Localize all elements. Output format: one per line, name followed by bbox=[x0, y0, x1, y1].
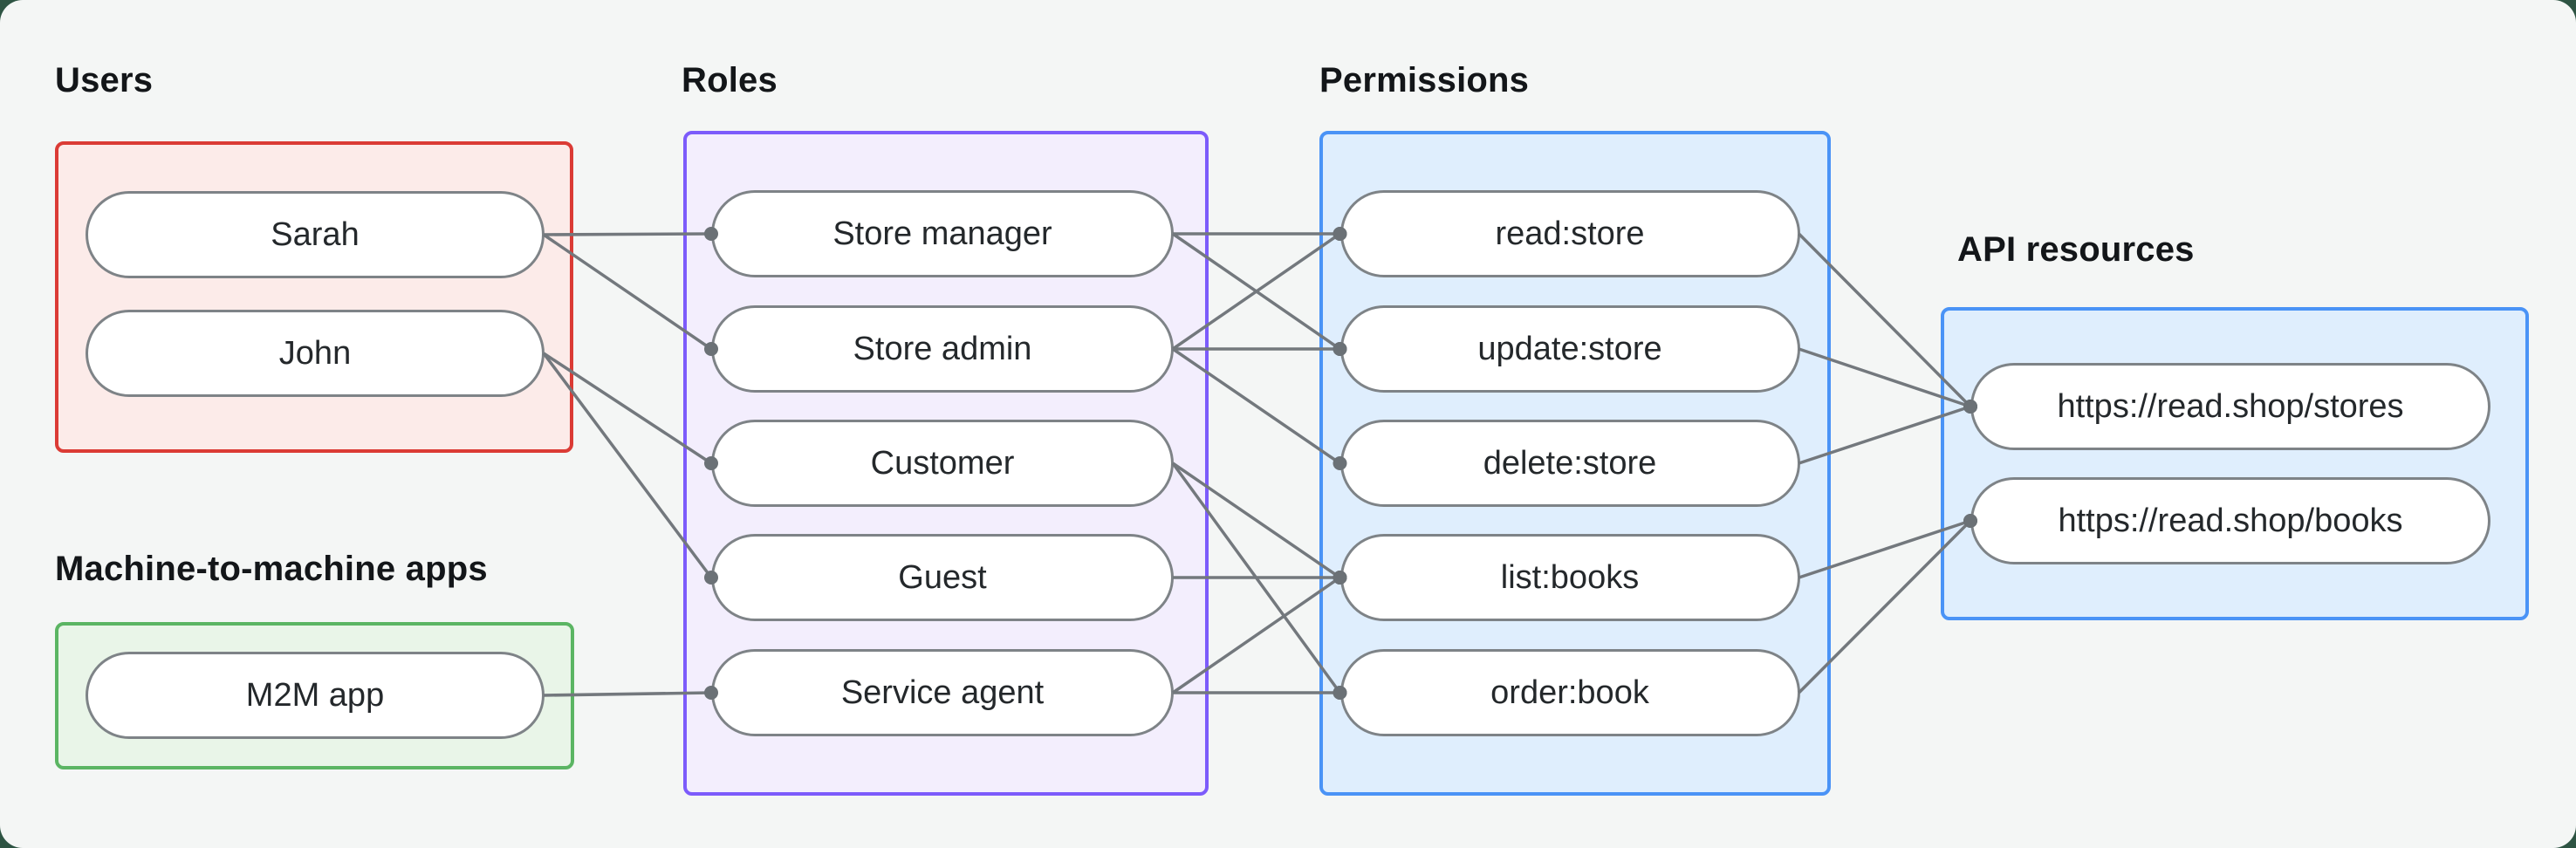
node-pill-john: John bbox=[86, 310, 545, 397]
node-pill-order-book: order:book bbox=[1339, 649, 1800, 736]
node-pill-sarah: Sarah bbox=[86, 191, 545, 278]
node-pill-read-store: read:store bbox=[1339, 190, 1800, 277]
node-pill-list-books: list:books bbox=[1339, 534, 1800, 621]
group-box-api-resources bbox=[1941, 307, 2529, 620]
node-pill-stores-api: https://read.shop/stores bbox=[1970, 363, 2490, 450]
node-pill-store-admin: Store admin bbox=[711, 305, 1174, 393]
node-pill-service-agent: Service agent bbox=[711, 649, 1174, 736]
node-pill-update-store: update:store bbox=[1339, 305, 1800, 393]
group-label-permissions: Permissions bbox=[1319, 61, 1530, 99]
group-label-roles: Roles bbox=[682, 61, 778, 99]
node-pill-store-manager: Store manager bbox=[711, 190, 1174, 277]
node-pill-books-api: https://read.shop/books bbox=[1970, 477, 2490, 564]
node-pill-delete-store: delete:store bbox=[1339, 420, 1800, 507]
group-label-users: Users bbox=[55, 61, 154, 99]
group-label-m2m-apps: Machine-to-machine apps bbox=[55, 550, 488, 588]
node-pill-m2m-app: M2M app bbox=[86, 652, 545, 739]
group-label-api-resources: API resources bbox=[1957, 230, 2195, 269]
node-pill-customer: Customer bbox=[711, 420, 1174, 507]
node-pill-guest: Guest bbox=[711, 534, 1174, 621]
group-box-users bbox=[55, 141, 573, 453]
